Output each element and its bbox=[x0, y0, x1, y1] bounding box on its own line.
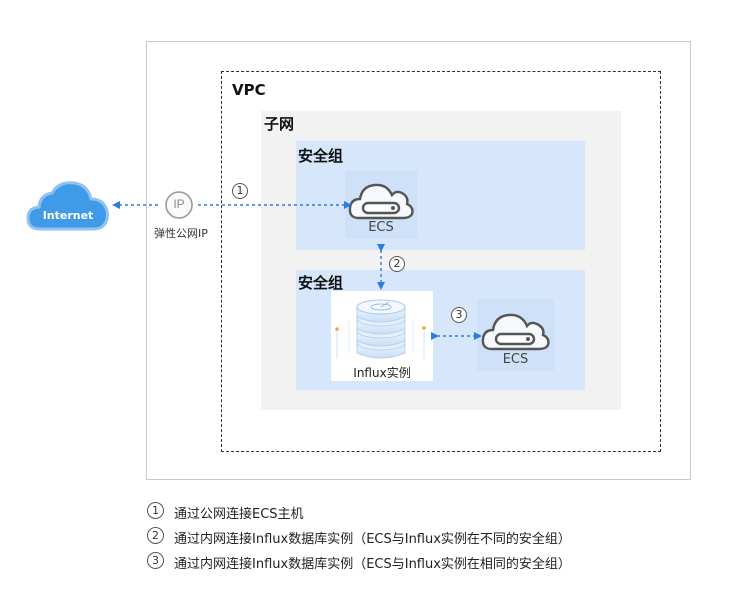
influx-instance-node bbox=[331, 291, 433, 381]
subnet-label: 子网 bbox=[264, 115, 295, 133]
security-group-2-label: 安全组 bbox=[298, 274, 344, 292]
eip-icon-text: IP bbox=[173, 197, 185, 211]
ecs-2-label: ECS bbox=[502, 352, 529, 367]
legend-item: 1 通过公网连接ECS主机 bbox=[147, 502, 707, 522]
legend-item: 3 通过内网连接Influx数据库实例（ECS与Influx实例在相同的安全组） bbox=[147, 552, 707, 572]
legend-item: 2 通过内网连接Influx数据库实例（ECS与Influx实例在不同的安全组） bbox=[147, 527, 707, 547]
legend-number-badge: 3 bbox=[147, 552, 164, 569]
database-icon bbox=[335, 299, 426, 359]
security-group-1-label: 安全组 bbox=[298, 147, 344, 165]
legend-text: 通过公网连接ECS主机 bbox=[174, 507, 304, 522]
ecs-server-icon bbox=[481, 313, 550, 351]
outer-frame bbox=[146, 41, 691, 480]
legend-text: 通过内网连接Influx数据库实例（ECS与Influx实例在相同的安全组） bbox=[174, 557, 571, 572]
step-3-badge: 3 bbox=[451, 307, 467, 323]
internet-label: Internet bbox=[42, 209, 94, 222]
legend-text: 通过内网连接Influx数据库实例（ECS与Influx实例在不同的安全组） bbox=[174, 532, 571, 547]
step-2-badge: 2 bbox=[389, 256, 405, 272]
eip-node: IP bbox=[164, 190, 194, 220]
step-1-badge: 1 bbox=[232, 183, 248, 199]
ecs-1-label: ECS bbox=[368, 220, 394, 235]
ip-circle-icon bbox=[165, 191, 193, 219]
cloud-icon bbox=[26, 181, 109, 231]
internet-node: Internet bbox=[26, 177, 110, 233]
eip-label: 弹性公网IP bbox=[154, 227, 208, 240]
vpc-boundary bbox=[221, 71, 661, 452]
vpc-label: VPC bbox=[232, 81, 266, 99]
legend-number-badge: 2 bbox=[147, 527, 164, 544]
ecs-1-node: ECS bbox=[345, 171, 417, 239]
ecs-2-node: ECS bbox=[477, 299, 554, 371]
influx-instance-label: Influx实例 bbox=[353, 366, 411, 380]
legend-number-badge: 1 bbox=[147, 502, 164, 519]
security-group-1 bbox=[296, 141, 585, 250]
